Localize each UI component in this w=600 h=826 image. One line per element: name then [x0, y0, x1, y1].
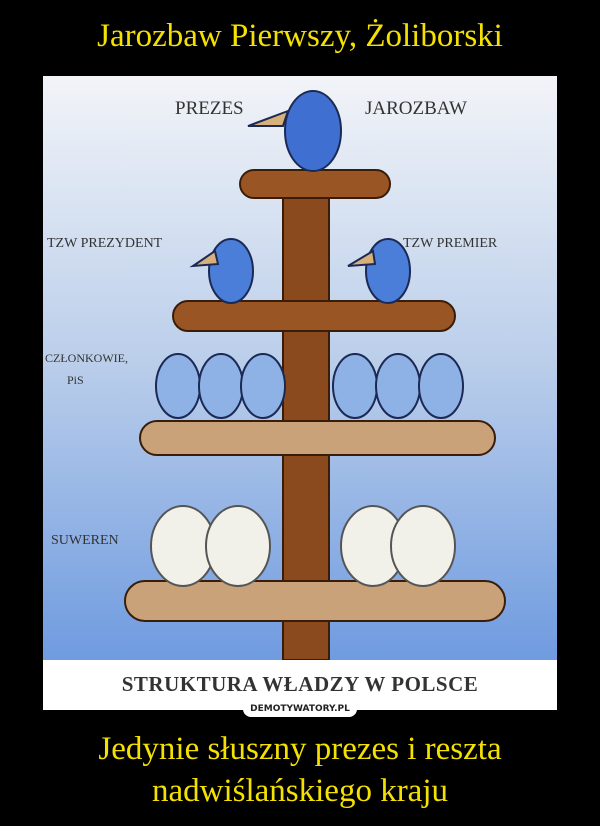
- image-caption: STRUKTURA WŁADZY W POLSCE: [121, 672, 479, 696]
- label-jarozbaw: JAROZBAW: [365, 98, 467, 119]
- bird: [390, 505, 456, 587]
- beak: [247, 109, 290, 127]
- branch-bottom: [124, 580, 506, 622]
- meme-title: Jarozbaw Pierwszy, Żoliborski: [97, 18, 503, 54]
- beak: [189, 249, 220, 268]
- bird-premier: [347, 238, 411, 304]
- bird: [205, 505, 271, 587]
- bird-prezydent: [189, 238, 254, 304]
- label-czlonkowie: CZŁONKOWIE,: [45, 351, 128, 365]
- subtitle-line-2: nadwiślańskiego kraju: [151, 773, 449, 809]
- label-pis: PiS: [67, 373, 84, 387]
- bird: [375, 353, 421, 419]
- meme-subtitle: Jedynie słuszny prezes i reszta nadwiśla…: [0, 728, 600, 812]
- bird: [155, 353, 201, 419]
- label-premier: TZW PREMIER: [403, 236, 498, 251]
- bird: [240, 353, 286, 419]
- cartoon-illustration: PREZES JAROZBAW TZW PREZYDENT TZW PREMIE…: [43, 76, 557, 660]
- bird: [418, 353, 464, 419]
- bird: [332, 353, 378, 419]
- label-suweren: SUWEREN: [51, 533, 119, 548]
- branch-third: [139, 420, 496, 456]
- branches: [124, 169, 506, 622]
- branch-top: [239, 169, 391, 199]
- subtitle-line-1: Jedynie słuszny prezes i reszta: [98, 731, 502, 767]
- watermark: DEMOTYWATORY.PL: [243, 701, 357, 717]
- birds-suweren: [150, 505, 456, 587]
- bird-prezes: [247, 90, 342, 172]
- beak: [347, 249, 377, 267]
- tree-trunk: [282, 170, 330, 660]
- label-prezes: PREZES: [175, 98, 244, 119]
- meme-image: PREZES JAROZBAW TZW PREZYDENT TZW PREMIE…: [43, 76, 557, 710]
- bird: [198, 353, 244, 419]
- branch-second: [172, 300, 456, 332]
- label-prezydent: TZW PREZYDENT: [47, 236, 163, 251]
- birds-czlonkowie: [155, 353, 464, 419]
